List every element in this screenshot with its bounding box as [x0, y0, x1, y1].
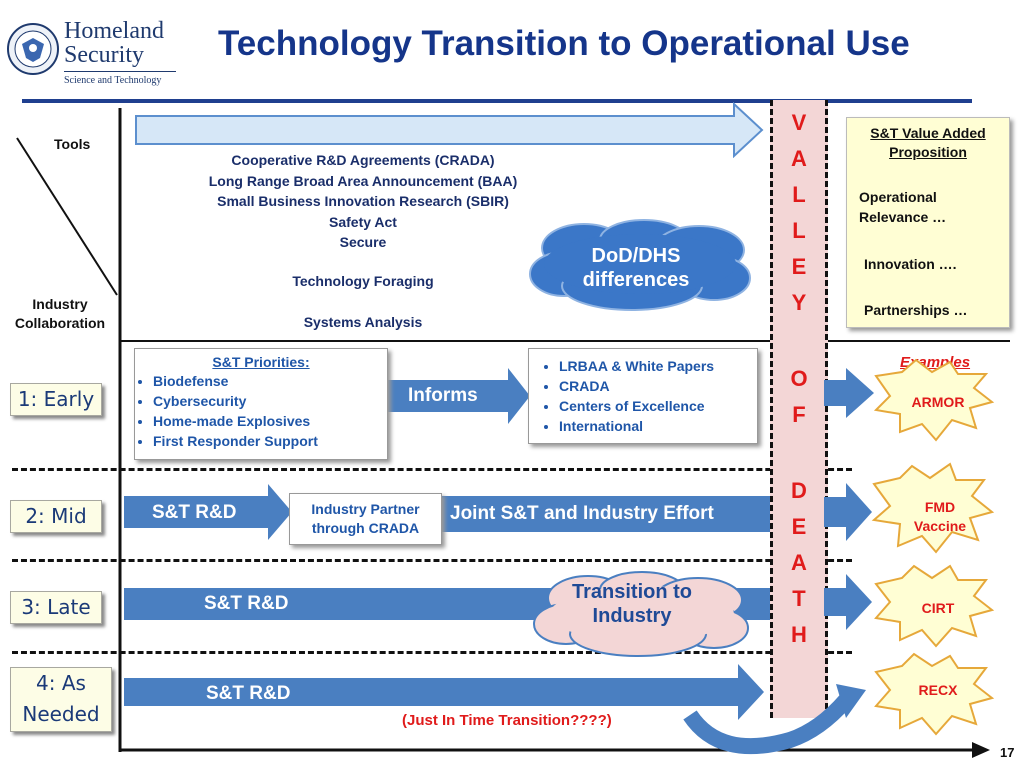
- valley-letter: Y: [791, 290, 807, 315]
- just-in-time-label: (Just In Time Transition????): [402, 712, 612, 729]
- tool-sbir: Small Business Innovation Research (SBIR…: [217, 193, 509, 209]
- valley-of-death-text: V A L L E Y O F D E A T H: [773, 100, 825, 718]
- valley-letter: E: [791, 514, 807, 539]
- stage-as-needed: 4: As Needed: [10, 667, 112, 732]
- valley-letter: A: [791, 550, 807, 575]
- dhs-logo: Homeland Security Science and Technology: [6, 14, 186, 94]
- valley-letter: V: [791, 110, 807, 135]
- mechanism-item: Centers of Excellence: [559, 396, 757, 416]
- page-number: 17: [1000, 745, 1015, 760]
- mechanisms-list: LRBAA & White Papers CRADA Centers of Ex…: [529, 356, 757, 436]
- mechanism-item: LRBAA & White Papers: [559, 356, 757, 376]
- example-cirt: CIRT: [921, 600, 955, 616]
- mechanism-item: CRADA: [559, 376, 757, 396]
- transition-cloud: [533, 571, 749, 657]
- stage-early: 1: Early: [10, 383, 102, 416]
- dod-dhs-cloud: [529, 219, 751, 311]
- logo-line1: Homeland: [64, 18, 164, 44]
- late-st-rd-label: S&T R&D: [204, 593, 289, 614]
- stage-mid: 2: Mid: [10, 500, 102, 533]
- systems-analysis: Systems Analysis: [303, 314, 423, 330]
- priority-item: Biodefense: [153, 371, 387, 391]
- st-priorities-list: Biodefense Cybersecurity Home-made Explo…: [135, 371, 387, 451]
- value-operational-relevance: Operational Relevance …: [859, 189, 947, 225]
- priority-item: First Responder Support: [153, 431, 387, 451]
- priority-item: Cybersecurity: [153, 391, 387, 411]
- technology-foraging: Technology Foraging: [292, 273, 434, 289]
- value-proposition-box: [846, 117, 1010, 328]
- tool-crada: Cooperative R&D Agreements (CRADA): [231, 152, 495, 168]
- tools-list: Cooperative R&D Agreements (CRADA) Long …: [150, 150, 576, 253]
- transition-cloud-text: Transition to Industry: [572, 581, 692, 627]
- tools-label: Tools: [54, 136, 91, 152]
- example-recx: RECX: [918, 682, 958, 698]
- valley-of-death-column: [770, 100, 828, 718]
- logo-subtitle: Science and Technology: [64, 75, 162, 86]
- mid-st-rd-label: S&T R&D: [152, 502, 237, 523]
- valley-letter: L: [792, 182, 806, 207]
- value-partnerships: Partnerships …: [864, 302, 968, 318]
- value-proposition-title: S&T Value Added Proposition: [870, 125, 986, 160]
- industry-partner-box: Industry Partner through CRADA: [289, 493, 442, 545]
- page-title: Technology Transition to Operational Use: [218, 24, 910, 63]
- logo-line2: Security: [64, 42, 144, 68]
- logo-divider: [64, 71, 176, 72]
- priority-item: Home-made Explosives: [153, 411, 387, 431]
- tool-safety-act: Safety Act: [329, 213, 397, 230]
- valley-letter: O: [790, 366, 808, 391]
- example-fmd-vaccine: FMD Vaccine: [913, 499, 967, 534]
- value-innovation: Innovation ….: [864, 256, 957, 272]
- as-needed-st-rd-label: S&T R&D: [206, 683, 291, 704]
- valley-letter: A: [791, 146, 807, 171]
- st-priorities-title: S&T Priorities:: [212, 354, 310, 370]
- valley-letter: T: [792, 586, 806, 611]
- row-separator: [12, 651, 852, 654]
- tool-baa: Long Range Broad Area Announcement (BAA): [208, 172, 518, 189]
- mechanisms-box: LRBAA & White Papers CRADA Centers of Ex…: [528, 348, 758, 444]
- valley-letter: E: [791, 254, 807, 279]
- valley-letter: D: [791, 478, 807, 503]
- tool-secure: Secure: [339, 234, 387, 250]
- row-separator: [12, 468, 852, 471]
- dod-dhs-cloud-text: DoD/DHS differences: [582, 245, 690, 291]
- tools-arrow: [135, 102, 764, 158]
- mechanism-item: International: [559, 416, 757, 436]
- title-rule: [22, 99, 972, 103]
- valley-letter: H: [791, 622, 807, 647]
- joint-effort-label: Joint S&T and Industry Effort: [450, 503, 714, 524]
- informs-label: Informs: [408, 385, 478, 406]
- row-separator: [12, 559, 852, 562]
- example-armor: ARMOR: [911, 394, 965, 410]
- industry-partner-text: Industry Partner through CRADA: [311, 501, 420, 536]
- valley-letter: F: [792, 402, 806, 427]
- stage-late: 3: Late: [10, 591, 102, 624]
- industry-collaboration-label: Industry Collaboration: [14, 296, 106, 331]
- st-priorities-box: S&T Priorities: Biodefense Cybersecurity…: [134, 348, 388, 460]
- dhs-seal-icon: [7, 23, 59, 75]
- valley-letter: L: [792, 218, 806, 243]
